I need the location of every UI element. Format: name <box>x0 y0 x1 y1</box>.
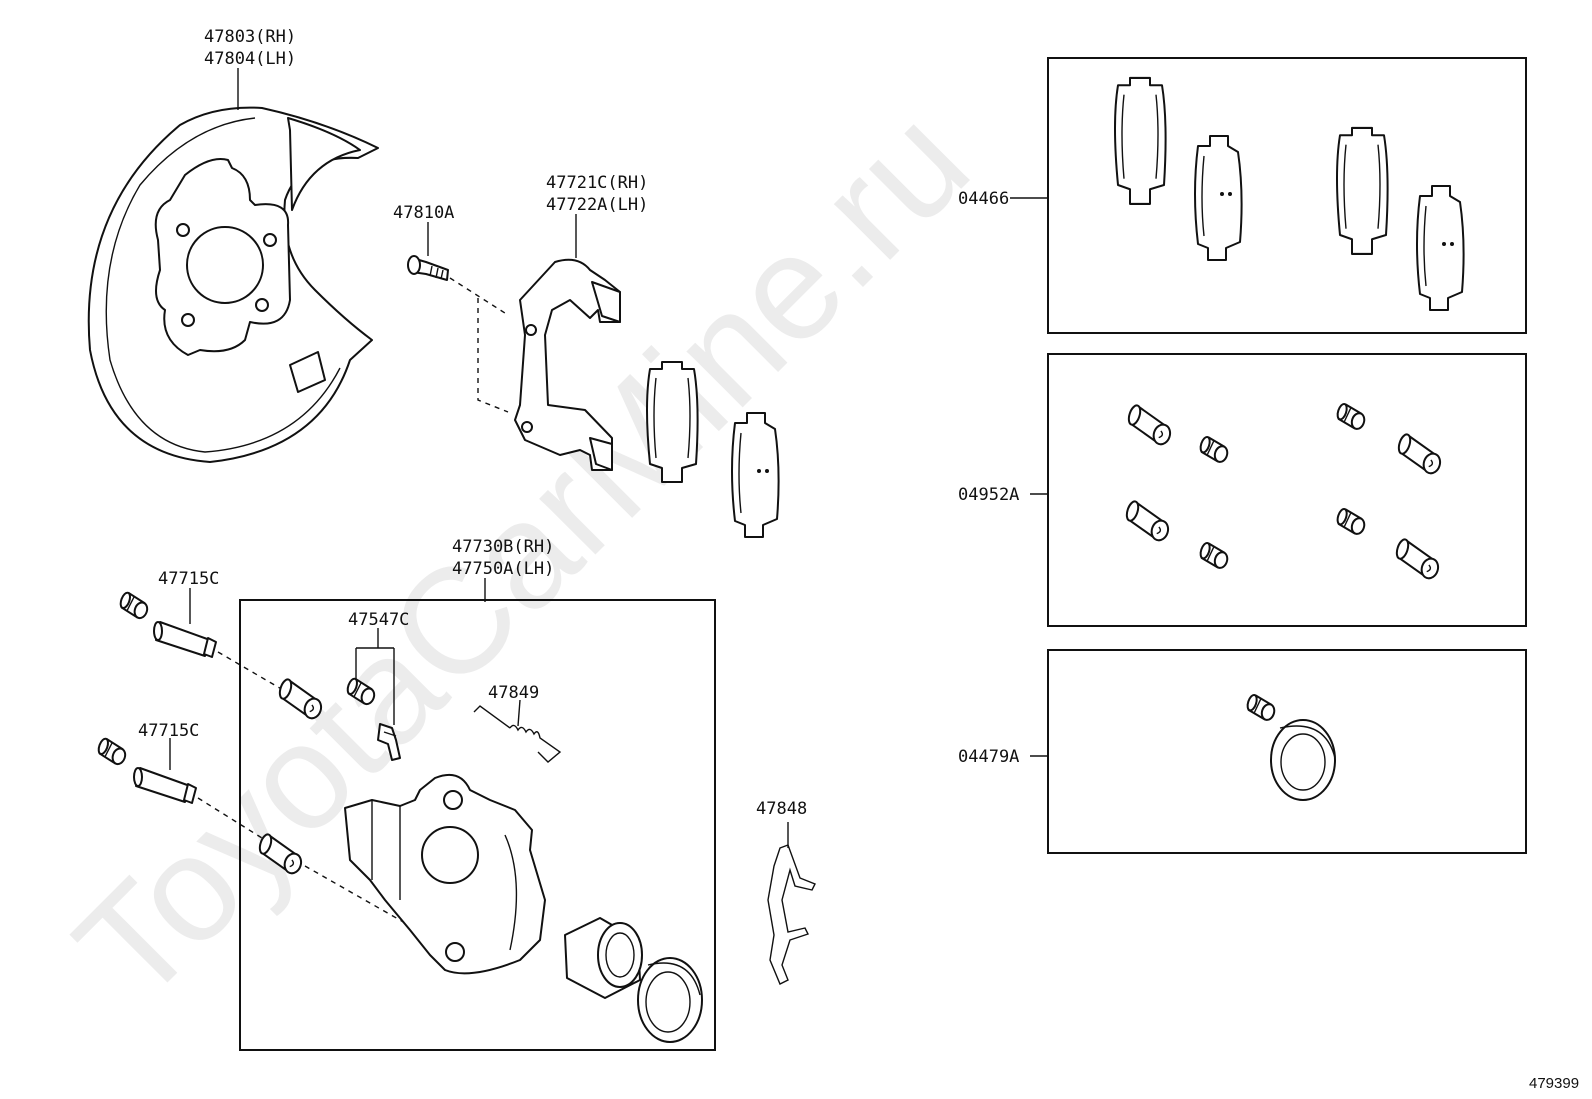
anti-rattle-spring <box>473 705 562 763</box>
label-seal-kit: 04479A <box>958 747 1019 767</box>
caliper-mounting-drawing <box>514 258 621 471</box>
boot-kit-bushing-2 <box>1392 432 1447 477</box>
boot-kit-boot-3 <box>1196 540 1232 571</box>
pad-kit-pad-1 <box>1113 76 1167 205</box>
boot-kit-boot-4 <box>1333 506 1369 537</box>
pad-kit-pad-2 <box>1194 135 1243 261</box>
label-spring: 47849 <box>488 683 539 703</box>
label-dust-cover-rh: 47803(RH) <box>204 27 296 47</box>
brake-pad-outer <box>731 412 780 538</box>
seal-kit-seal <box>1270 719 1336 801</box>
caliper-assembly-box <box>239 599 716 1051</box>
boot-kit-bushing-3 <box>1120 499 1175 544</box>
label-pin-lower: 47715C <box>138 721 199 741</box>
dust-cover-drawing <box>87 106 379 463</box>
label-dust-cover-lh: 47804(LH) <box>204 49 296 69</box>
pad-kit-box <box>1047 57 1527 334</box>
boot-kit-bushing-4 <box>1390 537 1445 582</box>
label-caliper-lh: 47750A(LH) <box>452 559 554 579</box>
label-mounting-rh: 47721C(RH) <box>546 173 648 193</box>
pad-kit-pad-3 <box>1335 126 1389 255</box>
label-bolt: 47810A <box>393 203 454 223</box>
bleeder-plug <box>377 723 401 761</box>
label-pin-upper: 47715C <box>158 569 219 589</box>
seal-kit-cap <box>1243 692 1279 723</box>
label-mounting-lh: 47722A(LH) <box>546 195 648 215</box>
boot-kit-boot-2 <box>1333 401 1369 432</box>
caliper-body-drawing <box>344 774 546 975</box>
cylinder-pin-lower <box>94 736 197 804</box>
piston-drawing <box>564 917 643 999</box>
label-boot-kit: 04952A <box>958 485 1019 505</box>
bolt-drawing <box>407 255 449 281</box>
label-pad-kit: 04466 <box>958 189 1009 209</box>
label-caliper-rh: 47730B(RH) <box>452 537 554 557</box>
boot-kit-box <box>1047 353 1527 627</box>
boot-kit-bushing-1 <box>1122 403 1177 448</box>
seal-kit-box <box>1047 649 1527 854</box>
piston-seal-drawing <box>637 957 703 1043</box>
figure-id: 479399 <box>1529 1075 1579 1092</box>
label-clip: 47848 <box>756 799 807 819</box>
brake-pad-inner <box>646 361 699 483</box>
boot-kit-boot-1 <box>1196 434 1232 465</box>
label-bleeder: 47547C <box>348 610 409 630</box>
pad-kit-pad-4 <box>1416 185 1465 311</box>
cylinder-pin-upper <box>116 590 217 658</box>
pad-support-clip <box>767 844 816 985</box>
